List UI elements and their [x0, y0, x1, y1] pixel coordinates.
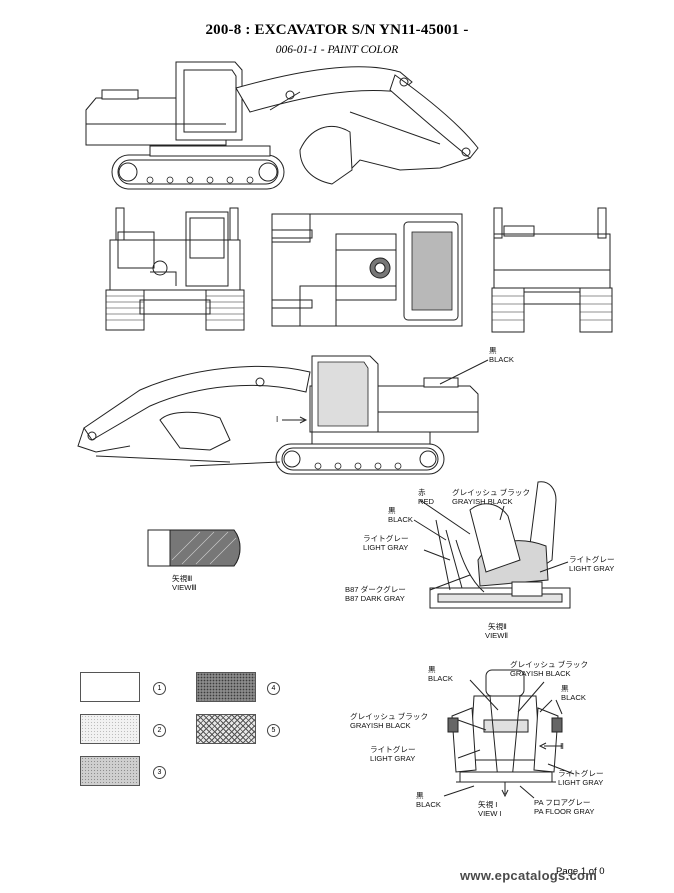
label-side-black-en: BLACK [489, 355, 514, 364]
label-v1-grayish-black-top-jp: グレイッシュ ブラック [510, 660, 589, 669]
label-v2-red-jp: 赤 [418, 488, 426, 497]
view3-detail [147, 529, 241, 567]
label-v2-grayish-black-jp: グレイッシュ ブラック [452, 488, 531, 497]
excavator-front-view [105, 207, 245, 331]
label-v1-light-gray-right-en: LIGHT GRAY [558, 778, 604, 787]
label-v1-grayish-black-left-jp: グレイッシュ ブラック [350, 712, 429, 721]
view1-seat-drawing [443, 669, 575, 799]
label-v1-black-bottom-jp: 黒 [416, 791, 424, 800]
label-v1-black-right-en: BLACK [561, 693, 586, 702]
label-v2-black-jp: 黒 [388, 506, 396, 515]
label-v2-light-gray-right-en: LIGHT GRAY [569, 564, 615, 573]
legend-swatch-2 [80, 714, 140, 744]
view3-caption-jp: 矢視Ⅲ [172, 574, 193, 583]
legend-number-2: 2 [153, 724, 166, 737]
label-v2-light-gray-left-jp: ライトグレー [363, 534, 409, 543]
legend-swatch-3 [80, 756, 140, 786]
label-v2-dark-gray-jp: B87 ダークグレー [345, 585, 406, 594]
label-v2-red-en: RED [418, 497, 435, 506]
view3-caption-en: VIEWⅢ [172, 583, 197, 592]
legend-swatch-4 [196, 672, 256, 702]
label-v1-pa-floor-en: PA FLOOR GRAY [534, 807, 595, 816]
label-v1-grayish-black-left-en: GRAYISH BLACK [350, 721, 411, 730]
page-number: Page 1 of 0 [556, 866, 605, 877]
label-v2-light-gray-left-en: LIGHT GRAY [363, 543, 409, 552]
label-v1-grayish-black-top-en: GRAYISH BLACK [510, 669, 571, 678]
page-subtitle: 006-01-1 - PAINT COLOR [275, 44, 399, 56]
legend-number-3: 3 [153, 766, 166, 779]
excavator-rear-view [491, 207, 613, 333]
view1-caption-en: VIEW I [478, 809, 502, 818]
label-v1-black-top-en: BLACK [428, 674, 453, 683]
watermark-site[interactable]: www.epcatalogs.com [460, 868, 598, 883]
view2-caption-jp: 矢視Ⅱ [488, 622, 507, 631]
page-title: 200-8 : EXCAVATOR S/N YN11-45001 - [205, 22, 469, 38]
legend-swatch-5 [196, 714, 256, 744]
label-v1-black-top-jp: 黒 [428, 665, 436, 674]
label-v2-grayish-black-en: GRAYISH BLACK [452, 497, 513, 506]
label-v2-black-en: BLACK [388, 515, 413, 524]
marker-view-I: I [276, 415, 279, 424]
legend-number-4: 4 [267, 682, 280, 695]
view2-seat-drawing [413, 481, 571, 609]
label-v1-black-right-jp: 黒 [561, 684, 569, 693]
label-v2-light-gray-right-jp: ライトグレー [569, 555, 615, 564]
excavator-side-view-bottom [77, 355, 489, 475]
legend-number-1: 1 [153, 682, 166, 695]
legend-swatch-1 [80, 672, 140, 702]
legend-number-5: 5 [267, 724, 280, 737]
label-v1-light-gray-left-en: LIGHT GRAY [370, 754, 416, 763]
excavator-top-view [271, 213, 463, 327]
marker-view-II: Ⅱ [560, 742, 564, 751]
view1-caption-jp: 矢視 I [478, 800, 498, 809]
label-side-black-jp: 黒 [489, 346, 497, 355]
label-v1-pa-floor-jp: PA フロアグレー [534, 798, 591, 807]
excavator-side-view-top [85, 61, 479, 190]
label-v1-light-gray-right-jp: ライトグレー [558, 769, 604, 778]
view2-caption-en: VIEWⅡ [485, 631, 509, 640]
label-v1-black-bottom-en: BLACK [416, 800, 441, 809]
label-v1-light-gray-left-jp: ライトグレー [370, 745, 416, 754]
label-v2-dark-gray-en: B87 DARK GRAY [345, 594, 405, 603]
